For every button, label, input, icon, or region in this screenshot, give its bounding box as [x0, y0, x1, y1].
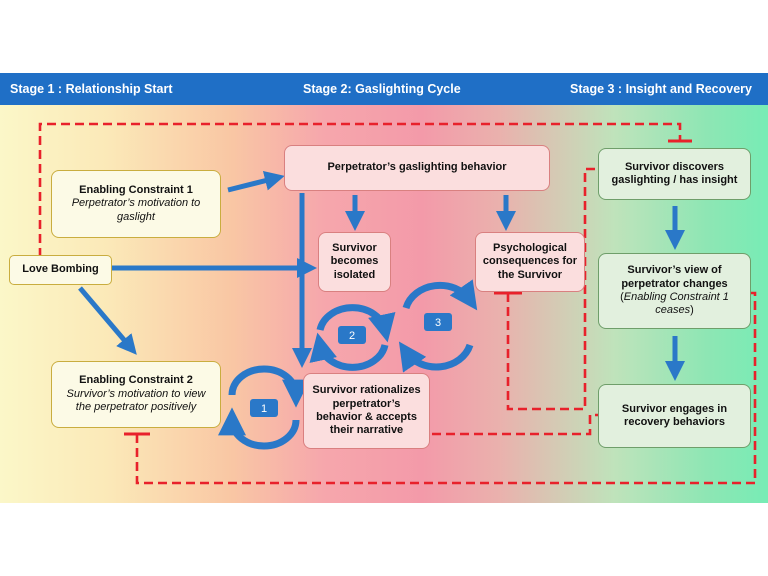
node-survivor-rationalizes: Survivor rationalizes perpetrator’s beha… — [303, 373, 430, 449]
rationalizes-label: Survivor rationalizes perpetrator’s beha… — [312, 384, 421, 437]
node-enabling-constraint-2: Enabling Constraint 2 Survivor’s motivat… — [51, 361, 221, 428]
gaslighting-behavior-label: Perpetrator’s gaslighting behavior — [327, 161, 507, 174]
inhibit-line-top — [38, 122, 682, 257]
stage-1-title: Stage 1 : Relationship Start — [10, 82, 173, 96]
node-view-changes: Survivor’s view of perpetrator changes (… — [598, 253, 751, 329]
inhibit-bars — [124, 139, 692, 436]
node-enabling-constraint-1: Enabling Constraint 1 Perpetrator’s moti… — [51, 170, 221, 238]
recovery-label: Survivor engages in recovery behaviors — [621, 402, 728, 428]
arrow-ec1-to-behavior — [227, 170, 285, 193]
cycle-badges — [250, 313, 452, 417]
inhibit-line-bottom — [135, 291, 757, 485]
cycle-1-arrows-top — [228, 365, 310, 408]
node-survivor-discovers: Survivor discovers gaslighting / has ins… — [598, 148, 751, 200]
cycle-3-label: 3 — [435, 317, 441, 329]
cycle-3-badge — [424, 313, 452, 331]
isolated-label: Survivor becomes isolated — [330, 241, 379, 281]
node-gaslighting-behavior: Perpetrator’s gaslighting behavior — [284, 145, 550, 191]
inhibit-line-middle — [506, 167, 596, 411]
view-changes-label: Survivor’s view of perpetrator changes — [621, 264, 728, 290]
stage-3-title: Stage 3 : Insight and Recovery — [570, 82, 752, 96]
flow-arrows — [78, 170, 685, 381]
node-recovery-behaviors: Survivor engages in recovery behaviors — [598, 384, 751, 448]
inhibit-line-lower — [432, 413, 598, 436]
node-psychological-consequences: Psychological consequences for the Survi… — [475, 232, 585, 292]
cycle-1-arrows-bottom — [218, 407, 300, 450]
cycle-2-label: 2 — [349, 330, 355, 342]
stage-header: Stage 1 : Relationship Start Stage 2: Ga… — [0, 73, 768, 105]
node-survivor-isolated: Survivor becomes isolated — [318, 232, 391, 292]
arrow-love-to-ec2 — [78, 286, 137, 355]
stage-2-title: Stage 2: Gaslighting Cycle — [303, 82, 461, 96]
cycle-1-badge — [250, 399, 278, 417]
cycle-2-badge — [338, 326, 366, 344]
cycle-2-arrows-bottom — [309, 332, 389, 371]
love-bombing-label: Love Bombing — [22, 263, 99, 276]
cycle-arrows — [218, 279, 478, 450]
cycle-1-label: 1 — [261, 403, 267, 415]
ec1-title: Enabling Constraint 1 — [79, 183, 193, 196]
psych-label: Psychological consequences for the Survi… — [482, 241, 578, 281]
node-love-bombing: Love Bombing — [9, 255, 112, 285]
ec2-description: Survivor’s motivation to view the perpet… — [66, 387, 206, 414]
ec1-description: Perpetrator’s motivation to gaslight — [71, 197, 201, 223]
view-changes-note: Enabling Constraint 1 ceases — [623, 291, 729, 317]
cycle-3-arrows-bottom — [398, 341, 474, 373]
cycle-2-arrows-top — [316, 304, 396, 343]
discovers-label: Survivor discovers gaslighting / has ins… — [611, 160, 738, 186]
cycle-3-arrows-top — [402, 279, 478, 311]
ec2-title: Enabling Constraint 2 — [79, 374, 193, 387]
inhibit-lines — [38, 122, 757, 485]
